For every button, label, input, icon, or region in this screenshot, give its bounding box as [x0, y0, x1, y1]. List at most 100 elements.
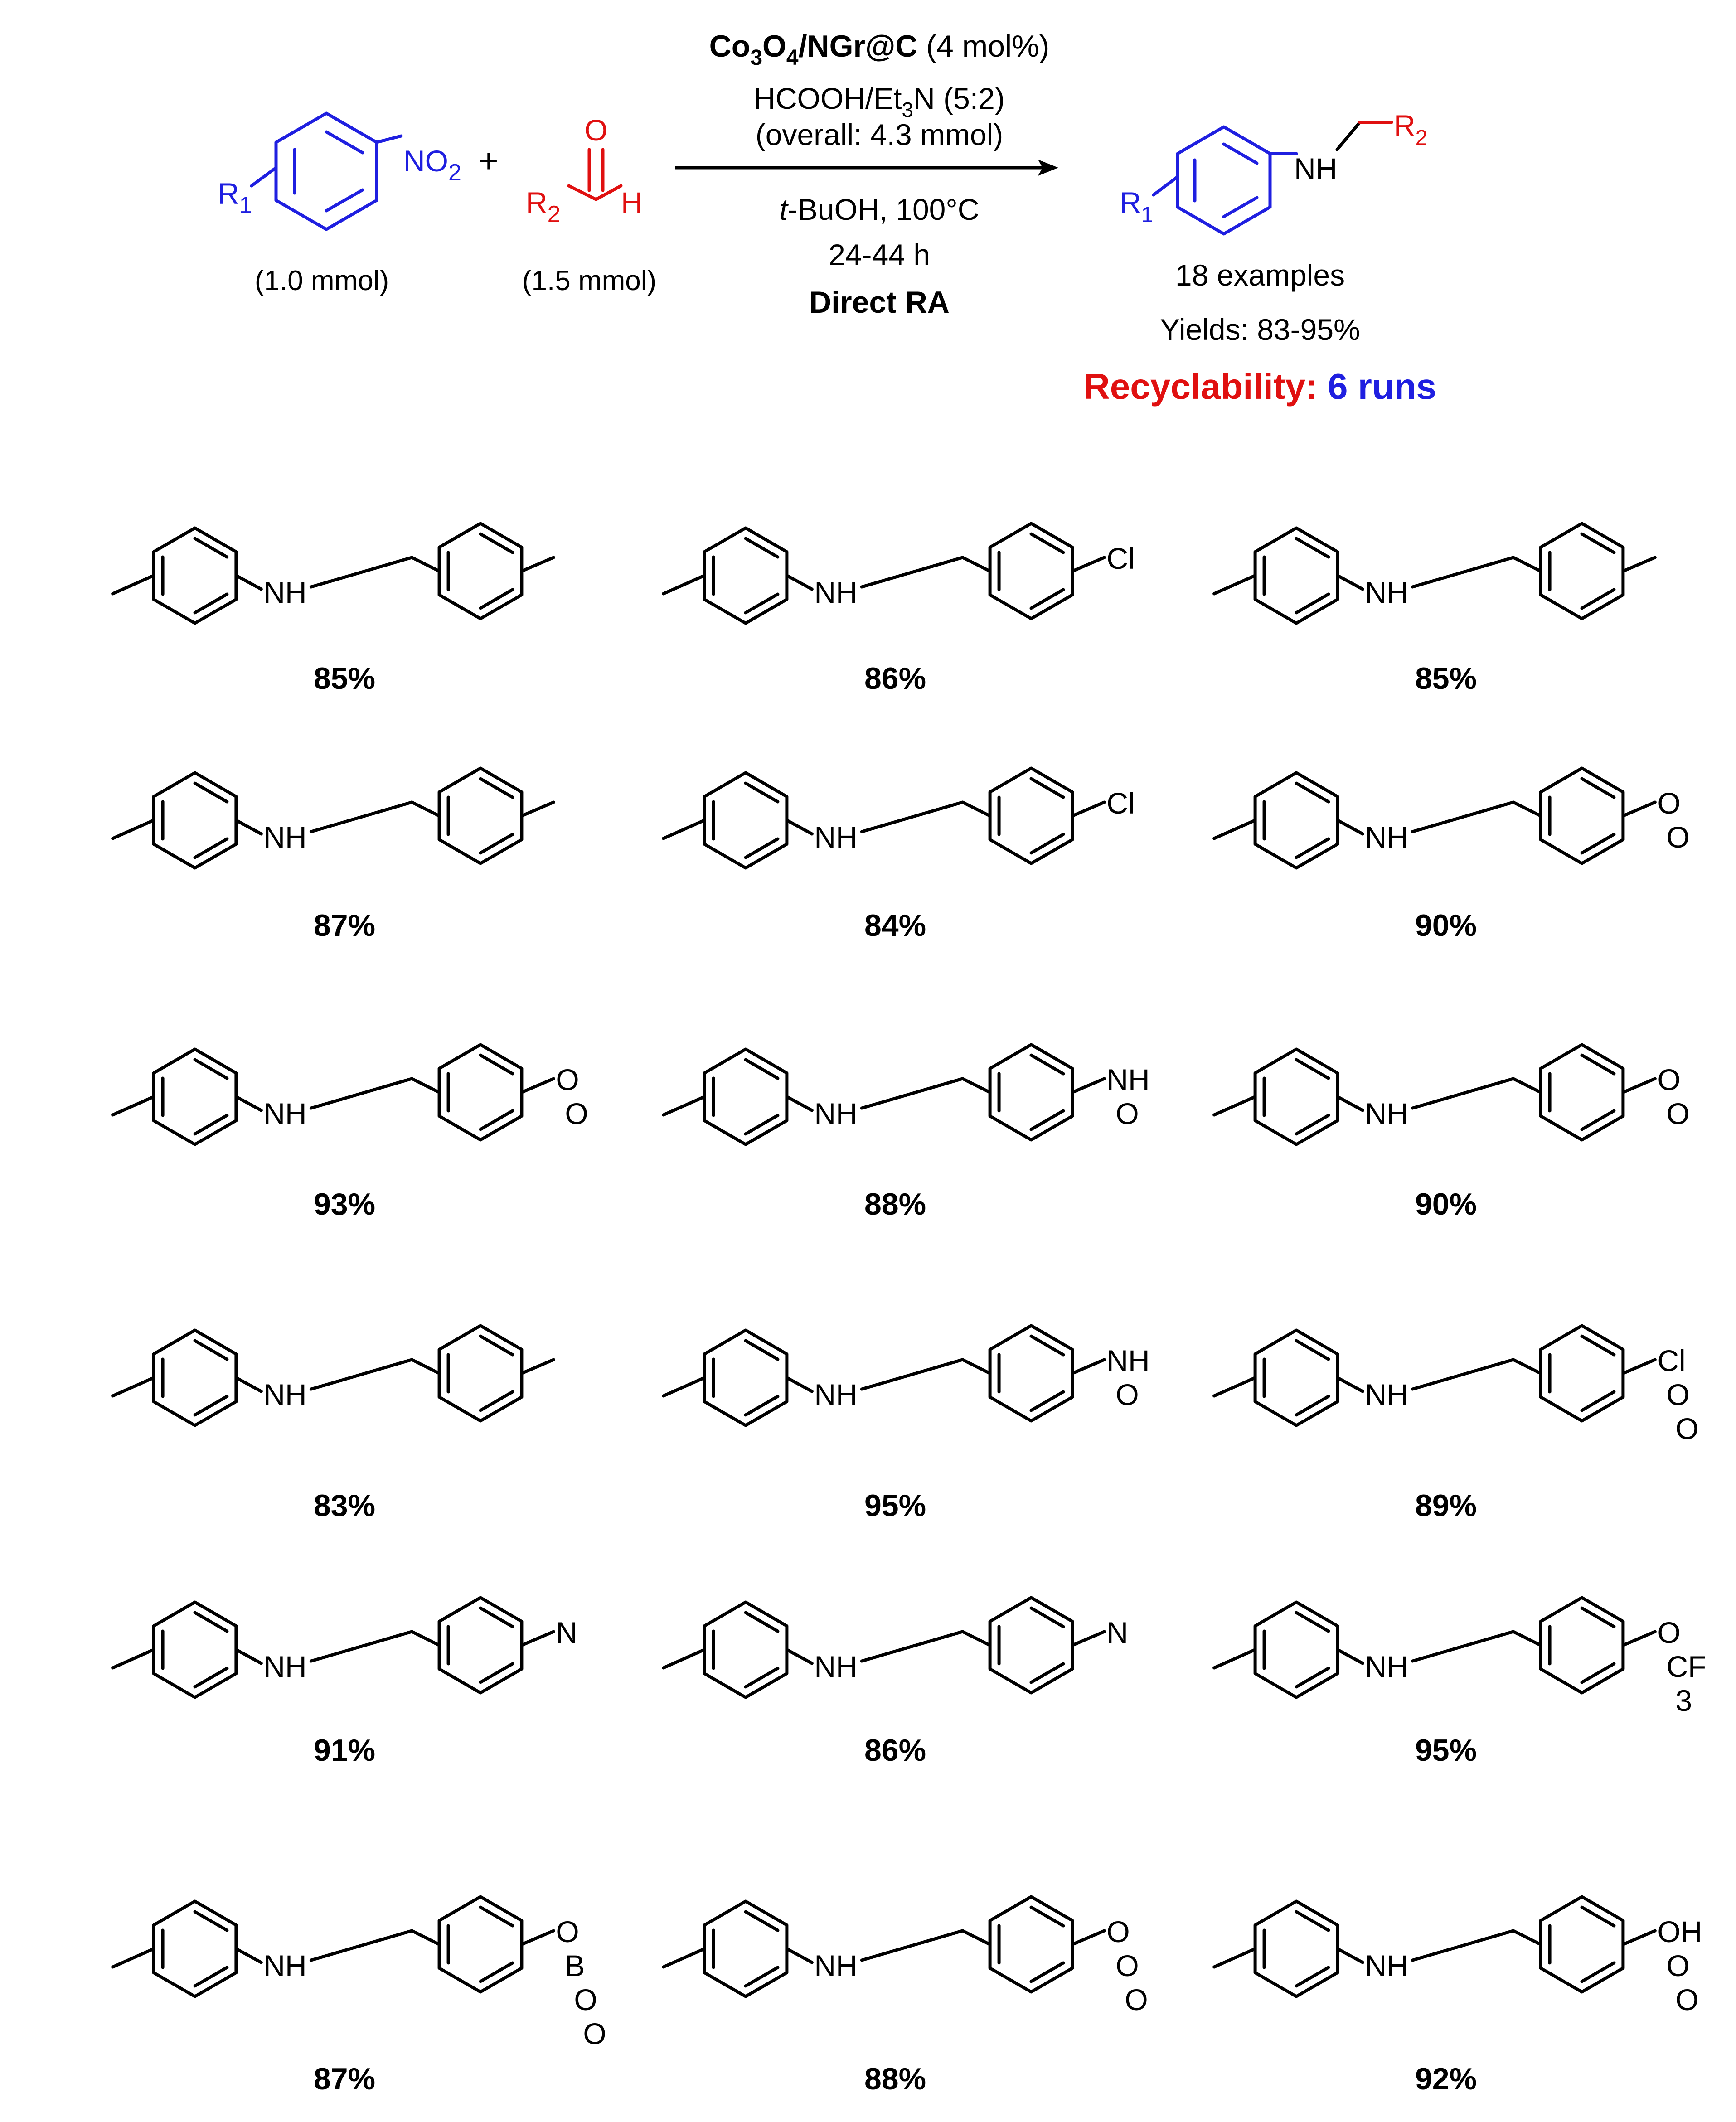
atom-label: O	[1125, 1983, 1148, 2016]
double-bond	[1580, 588, 1616, 610]
atom-label: Cl	[1106, 542, 1135, 575]
product-r1: R1	[1120, 186, 1153, 227]
benzene-ring	[1539, 766, 1625, 865]
single-bond	[1071, 1077, 1106, 1094]
single-bond	[111, 1648, 155, 1670]
single-bond	[1071, 556, 1106, 573]
single-bond	[1071, 1630, 1106, 1647]
double-bond	[1029, 532, 1065, 554]
single-bond	[860, 1630, 965, 1663]
atom-label: O	[1657, 786, 1680, 820]
single-bond	[410, 1630, 441, 1647]
yield-label: 85%	[314, 661, 375, 696]
atom-label: CF	[1666, 1650, 1706, 1683]
nh-label: NH	[1365, 576, 1408, 609]
double-bond	[1295, 592, 1330, 615]
single-bond	[111, 1947, 155, 1969]
double-bond	[479, 1390, 514, 1412]
yield-label: 93%	[314, 1187, 375, 1221]
double-bond	[744, 781, 780, 804]
double-bond	[1580, 1961, 1616, 1983]
single-bond	[1621, 800, 1657, 818]
atom-label: O	[1666, 1378, 1689, 1411]
recyclability: Recyclability: 6 runs	[1084, 366, 1436, 407]
atom-label: B	[565, 1949, 585, 1982]
aldehyde-r2: R2	[526, 186, 561, 228]
single-bond	[1071, 1929, 1106, 1946]
double-bond	[479, 532, 514, 554]
atom-label: N	[556, 1616, 577, 1649]
single-bond	[785, 574, 814, 591]
nh-label: NH	[263, 820, 306, 854]
single-bond	[410, 800, 441, 818]
single-bond	[785, 1648, 814, 1665]
nh-label: NH	[814, 1949, 857, 1982]
yield-label: 95%	[1415, 1733, 1477, 1768]
double-bond	[479, 1334, 514, 1357]
single-bond	[1336, 1095, 1364, 1112]
atom-label: O	[1666, 1097, 1689, 1130]
double-bond	[744, 592, 780, 615]
single-bond	[309, 556, 414, 589]
reactant-aldehyde: O R2 H (1.5 mmol)	[522, 113, 656, 296]
double-bond	[1029, 1961, 1065, 1983]
single-bond	[1512, 800, 1542, 818]
single-bond	[410, 556, 441, 573]
double-bond	[1580, 532, 1616, 554]
benzene-ring	[437, 766, 524, 865]
single-bond	[662, 574, 706, 596]
double-bond	[1029, 1905, 1065, 1928]
single-bond	[234, 819, 263, 836]
benzene-ring	[1253, 1047, 1339, 1146]
double-bond	[193, 537, 229, 559]
double-bond	[1295, 1910, 1330, 1932]
single-bond	[860, 1929, 965, 1962]
single-bond	[1212, 1947, 1257, 1969]
atom-label: NH	[1106, 1344, 1149, 1377]
double-bond	[744, 537, 780, 559]
atom-label: O	[1657, 1063, 1680, 1096]
solvent-label: t-BuOH, 100°C	[780, 193, 980, 226]
overall-amount: (overall: 4.3 mmol)	[756, 118, 1003, 151]
single-bond	[234, 1648, 263, 1665]
atom-label: Cl	[1106, 786, 1135, 820]
benzene-ring	[988, 1324, 1074, 1423]
yield-label: 85%	[1415, 661, 1477, 696]
double-bond	[193, 781, 229, 804]
single-bond	[309, 1077, 414, 1110]
double-bond	[1580, 1053, 1616, 1076]
atom-label: O	[556, 1063, 579, 1096]
single-bond	[860, 800, 965, 833]
single-bond	[860, 1077, 965, 1110]
double-bond	[193, 1966, 229, 1988]
plus-sign: +	[479, 142, 498, 179]
single-bond	[309, 1358, 414, 1391]
single-bond	[1621, 1077, 1657, 1094]
benzene-ring	[152, 1047, 238, 1146]
atom-label: O	[583, 2017, 606, 2050]
benzene-ring	[1539, 1043, 1625, 1142]
benzene-ring	[1539, 522, 1625, 620]
atom-label: O	[1115, 1949, 1139, 1982]
nitro-label: NO2	[403, 144, 461, 186]
nh-label: NH	[263, 1378, 306, 1411]
single-bond	[1336, 1947, 1364, 1964]
double-bond	[1295, 1058, 1330, 1080]
double-bond	[1029, 1334, 1065, 1357]
double-bond	[193, 1395, 229, 1417]
benzene-ring	[1539, 1895, 1625, 1994]
single-bond	[1336, 819, 1364, 836]
atom-label: OH	[1657, 1915, 1702, 1948]
atom-label: O	[1115, 1097, 1139, 1130]
double-bond	[1029, 833, 1065, 855]
benzene-ring	[1539, 1596, 1625, 1695]
single-bond	[520, 1358, 555, 1375]
catalyst-label: Co3O4/NGr@C (4 mol%)	[709, 29, 1050, 70]
nh-label: NH	[1365, 1650, 1408, 1683]
